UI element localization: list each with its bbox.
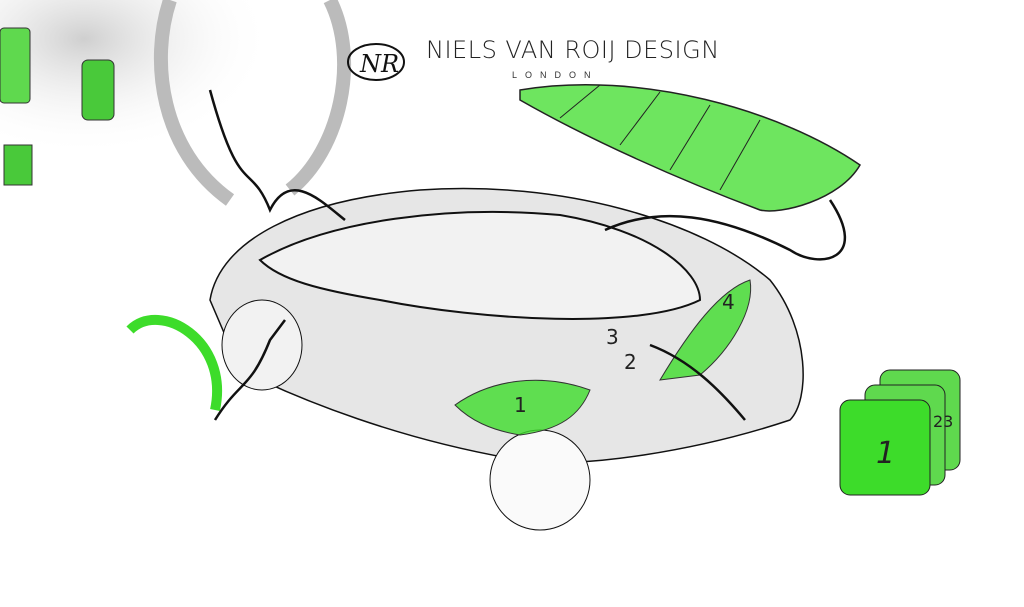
label-trunk-area: 1 [514, 393, 527, 417]
solar-roof-panel [519, 84, 861, 212]
roof-panel-dividers [559, 84, 761, 191]
brand-location: LONDON [512, 70, 599, 80]
wheel-arch-panel [126, 314, 222, 412]
rear-wheel [489, 429, 591, 531]
front-wheel [221, 299, 303, 391]
luggage-case-front [839, 399, 931, 496]
brand-monogram [347, 43, 405, 81]
label-case-stack: 23 [933, 412, 954, 431]
steering-wheel [153, 0, 352, 206]
bottle-holder-icon [3, 144, 33, 186]
cup-holder-icon [81, 59, 115, 121]
brand-name: NIELS VAN ROIJ DESIGN [426, 36, 720, 64]
trunk-panel [454, 379, 591, 436]
label-side-panel: 4 [722, 290, 735, 314]
phone-icon [0, 27, 31, 104]
label-floor-3: 3 [606, 325, 619, 349]
label-floor-2: 2 [624, 350, 637, 374]
car-window [258, 211, 702, 320]
label-case-front: 1 [876, 436, 896, 471]
svg-text:NR: NR [359, 50, 399, 78]
arrows [208, 89, 846, 421]
side-panel [659, 279, 752, 381]
